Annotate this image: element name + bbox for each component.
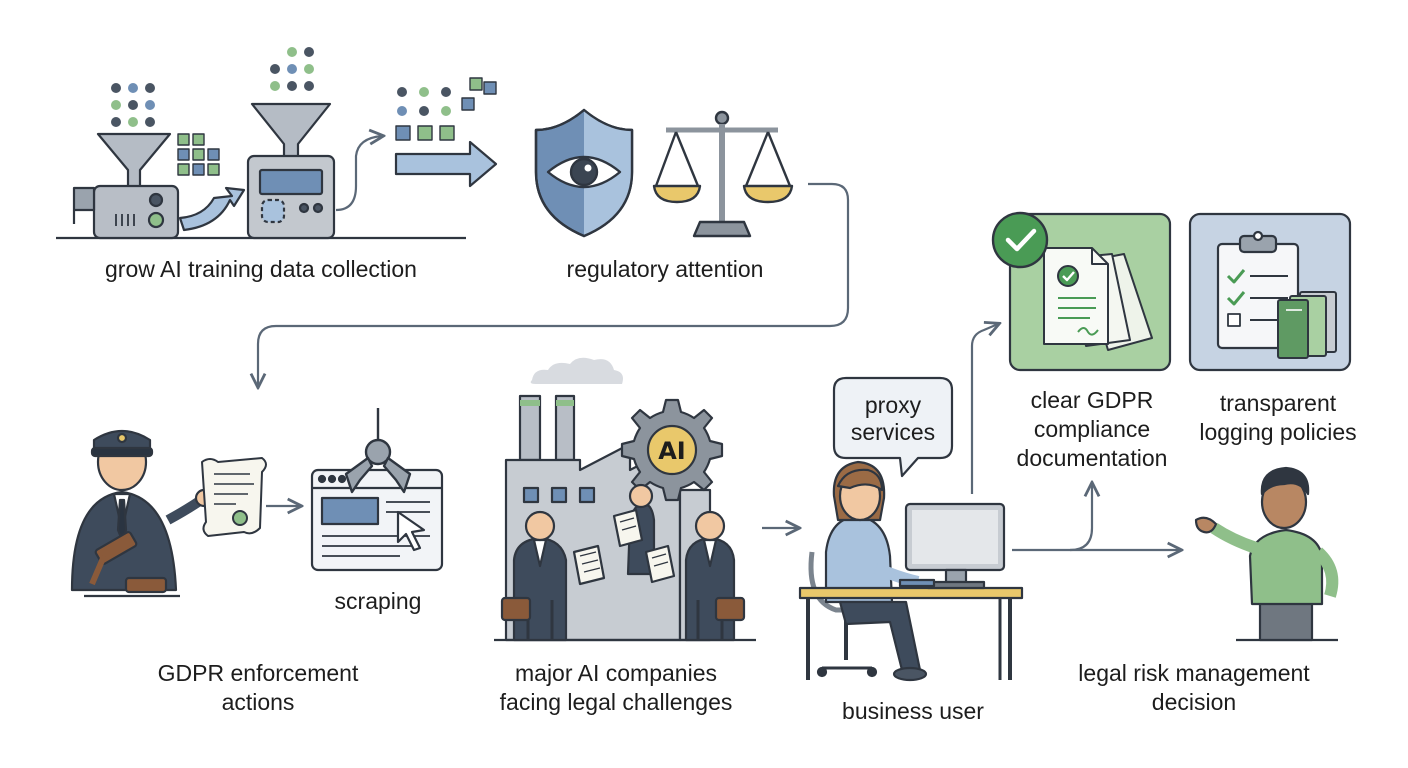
label-scraping: scraping	[334, 588, 422, 614]
label-ai-companies: major AI companies facing legal challeng…	[499, 660, 733, 715]
data-grid-icon	[395, 77, 497, 141]
claw-grabber-icon	[344, 408, 412, 494]
businessmen-icon	[500, 483, 746, 642]
officer-with-gavel-icon	[70, 429, 214, 598]
label-compliance-docs: clear GDPR compliance documentation	[1016, 387, 1168, 471]
label-regulatory-attention: regulatory attention	[566, 256, 764, 282]
label-business-user: business user	[842, 698, 984, 724]
arrow-right-icon	[178, 186, 246, 232]
binders-icon	[1277, 291, 1337, 359]
funnel-machine-icon	[246, 102, 336, 240]
connector-arrows	[258, 136, 1180, 550]
balance-scale-icon	[652, 110, 794, 238]
connector-machine2-out	[335, 136, 382, 212]
data-grid-icon	[177, 133, 220, 176]
data-dots-icon	[270, 47, 314, 91]
document-stack-icon	[1043, 247, 1153, 351]
proxy-bubble-icon	[832, 376, 954, 478]
ai-badge-label: AI	[658, 437, 686, 465]
document-icon	[201, 457, 267, 537]
connector-user-to-compliance	[970, 324, 998, 494]
funnel-machine-icon	[72, 132, 180, 240]
label-gdpr-enforcement: GDPR enforcement actions	[157, 660, 359, 715]
connector-branch-up	[1069, 484, 1092, 552]
person-at-computer-icon	[798, 460, 1024, 682]
browser-window-icon	[310, 468, 444, 572]
ai-gear-icon	[620, 398, 724, 502]
checkmark-badge-icon	[991, 211, 1049, 269]
shield-eye-icon	[534, 108, 634, 238]
label-data-collection: grow AI training data collection	[105, 256, 417, 282]
label-logging-policies: transparent logging policies	[1199, 390, 1357, 445]
label-legal-risk: legal risk management decision	[1078, 660, 1310, 715]
connector-regulatory-to-enforcement	[258, 182, 850, 386]
cursor-icon	[396, 510, 426, 552]
arrow-right-icon	[394, 140, 498, 188]
data-dots-icon	[111, 83, 155, 127]
label-proxy-services: proxy services	[850, 392, 936, 445]
regulatory-illustration	[534, 108, 794, 238]
data-collection-illustration	[56, 47, 498, 240]
gesturing-person-icon	[1194, 466, 1339, 642]
